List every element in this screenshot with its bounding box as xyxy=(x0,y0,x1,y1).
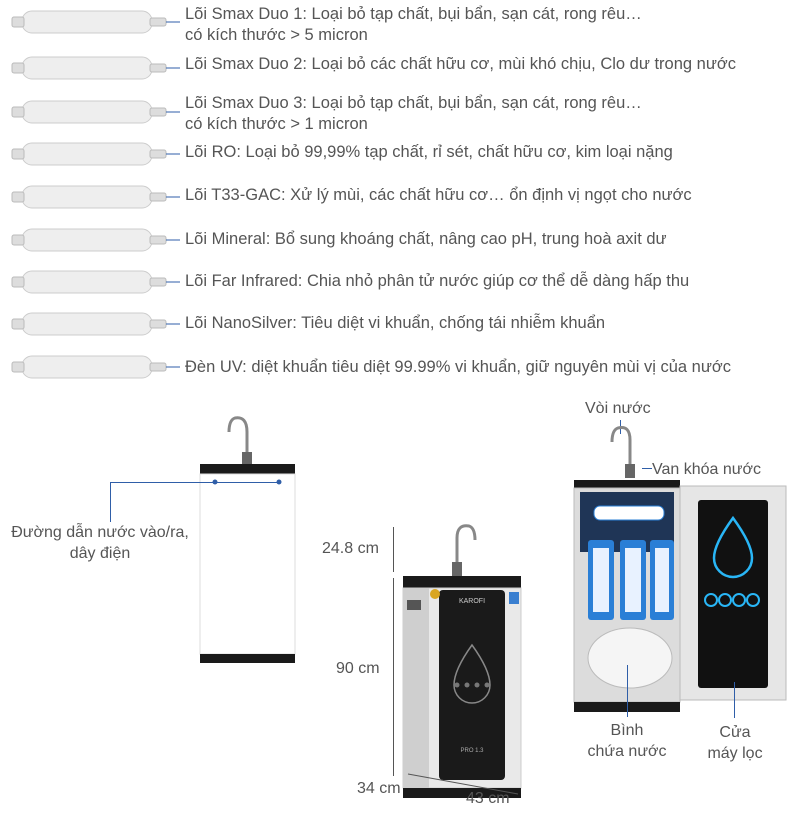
filter-cartridge-icon xyxy=(11,312,180,336)
filter-cartridge-icon xyxy=(11,100,180,124)
filter-cartridge-icon xyxy=(11,355,180,379)
filter-item: Lõi Smax Duo 2: Loại bỏ các chất hữu cơ,… xyxy=(0,48,800,88)
door-callout-line2: máy lọc xyxy=(707,745,763,762)
dimension-depth: 34 cm xyxy=(357,780,401,797)
filter-item: Lõi Mineral: Bổ sung khoáng chất, nâng c… xyxy=(0,220,800,260)
filter-item: Lõi Far Infrared: Chia nhỏ phân tử nước … xyxy=(0,262,800,302)
pointer-line xyxy=(110,482,111,522)
filter-label-line1: Lõi Smax Duo 1: Loại bỏ tạp chất, bụi bẩ… xyxy=(185,5,642,23)
filter-item: Lõi RO: Loại bỏ 99,99% tạp chất, rỉ sét,… xyxy=(0,134,800,174)
filter-cartridge-icon xyxy=(11,10,180,34)
dimension-width: 43 cm xyxy=(466,790,510,807)
filter-label: Đèn UV: diệt khuẩn tiêu diệt 99.99% vi k… xyxy=(185,358,731,376)
pointer-line xyxy=(627,665,628,717)
pointer-line xyxy=(734,682,735,718)
dimension-top-height: 24.8 cm xyxy=(322,540,379,557)
filter-label-line1: Lõi Smax Duo 3: Loại bỏ tạp chất, bụi bẩ… xyxy=(185,94,642,112)
valve-callout: Van khóa nước xyxy=(652,461,761,478)
filter-item: Lõi Smax Duo 3: Loại bỏ tạp chất, bụi bẩ… xyxy=(0,92,800,133)
filter-label: Lõi NanoSilver: Tiêu diệt vi khuẩn, chốn… xyxy=(185,314,606,332)
filter-cartridge-icon xyxy=(11,142,180,166)
pointer-line xyxy=(215,482,279,483)
filter-label-line2: có kích thước > 1 micron xyxy=(185,115,368,133)
filter-cartridge-icon xyxy=(11,56,180,80)
filter-label: Lõi T33-GAC: Xử lý mùi, các chất hữu cơ…… xyxy=(185,186,692,204)
purifier-front-illustration: KAROFI PRO 1.3 xyxy=(402,524,522,798)
pointer-line xyxy=(642,468,652,469)
model-badge: PRO 1.3 xyxy=(460,748,484,754)
tank-callout-line1: Bình xyxy=(610,722,644,739)
dimension-line-top xyxy=(393,527,394,572)
filter-label: Lõi RO: Loại bỏ 99,99% tạp chất, rỉ sét,… xyxy=(185,143,673,161)
filter-label: Lõi Far Infrared: Chia nhỏ phân tử nước … xyxy=(185,272,690,290)
filter-label-line2: có kích thước > 5 micron xyxy=(185,26,368,44)
dimension-line-body xyxy=(393,578,394,776)
faucet-callout: Vòi nước xyxy=(585,400,651,417)
filter-cartridge-icon xyxy=(11,270,180,294)
back-callout-line1: Đường dẫn nước vào/ra, xyxy=(11,524,189,541)
purifier-back-illustration xyxy=(199,416,296,663)
filter-item: Lõi NanoSilver: Tiêu diệt vi khuẩn, chốn… xyxy=(0,304,800,344)
filter-item: Đèn UV: diệt khuẩn tiêu diệt 99.99% vi k… xyxy=(0,347,800,387)
filter-item: Lõi Smax Duo 1: Loại bỏ tạp chất, bụi bẩ… xyxy=(0,2,800,44)
filter-cartridge-icon xyxy=(11,185,180,209)
pointer-line xyxy=(110,482,215,483)
filter-label: Lõi Mineral: Bổ sung khoáng chất, nâng c… xyxy=(185,230,667,248)
back-callout: Đường dẫn nước vào/ra, dây điện xyxy=(2,522,198,564)
dimension-width-line xyxy=(407,773,519,795)
filter-item: Lõi T33-GAC: Xử lý mùi, các chất hữu cơ…… xyxy=(0,177,800,217)
purifier-open-illustration xyxy=(573,426,787,712)
filter-label: Lõi Smax Duo 2: Loại bỏ các chất hữu cơ,… xyxy=(185,55,736,73)
back-callout-line2: dây điện xyxy=(69,545,131,562)
filter-cartridge-icon xyxy=(11,228,180,252)
tank-callout-line2: chứa nước xyxy=(587,743,667,760)
tank-callout: Bình chứa nước xyxy=(583,720,671,762)
door-callout: Cửa máy lọc xyxy=(698,722,772,764)
brand-text: KAROFI xyxy=(459,598,485,605)
door-callout-line1: Cửa xyxy=(719,724,751,741)
dimension-body-height: 90 cm xyxy=(336,660,380,677)
